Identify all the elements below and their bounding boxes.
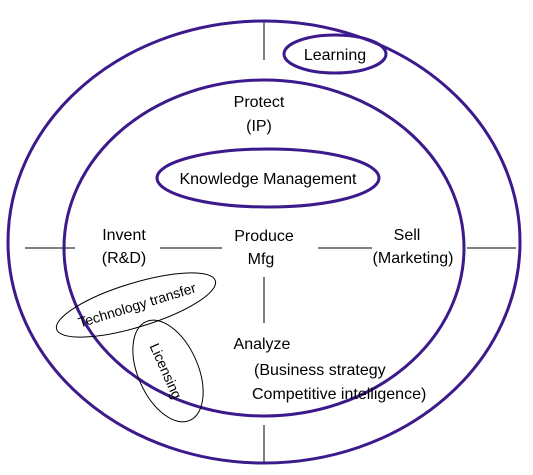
knowledge-management-ellipse xyxy=(155,147,381,209)
learning-label: Learning xyxy=(304,47,366,64)
technology-transfer-label: Technology transfer xyxy=(76,279,198,330)
analyze-label: Analyze xyxy=(234,336,291,353)
ip-label: (IP) xyxy=(246,118,272,135)
competitive-intelligence-label: Competitive intelligence) xyxy=(252,386,426,403)
outer-ring xyxy=(6,19,522,465)
business-strategy-label: (Business strategy xyxy=(254,362,386,379)
protect-label: Protect xyxy=(234,94,285,111)
produce-label: Produce xyxy=(234,228,294,245)
knowledge-management-label: Knowledge Management xyxy=(179,171,357,188)
licensing-ellipse xyxy=(132,319,204,423)
sell-label: Sell xyxy=(394,227,421,244)
marketing-label: (Marketing) xyxy=(373,250,454,267)
technology-transfer-ellipse xyxy=(55,272,217,338)
mfg-label: Mfg xyxy=(248,251,275,268)
licensing-label: Licensing xyxy=(147,341,186,402)
inner-ring xyxy=(62,78,466,418)
learning-ellipse xyxy=(282,33,388,75)
invent-label: Invent xyxy=(102,227,146,244)
rnd-label: (R&D) xyxy=(102,250,146,267)
